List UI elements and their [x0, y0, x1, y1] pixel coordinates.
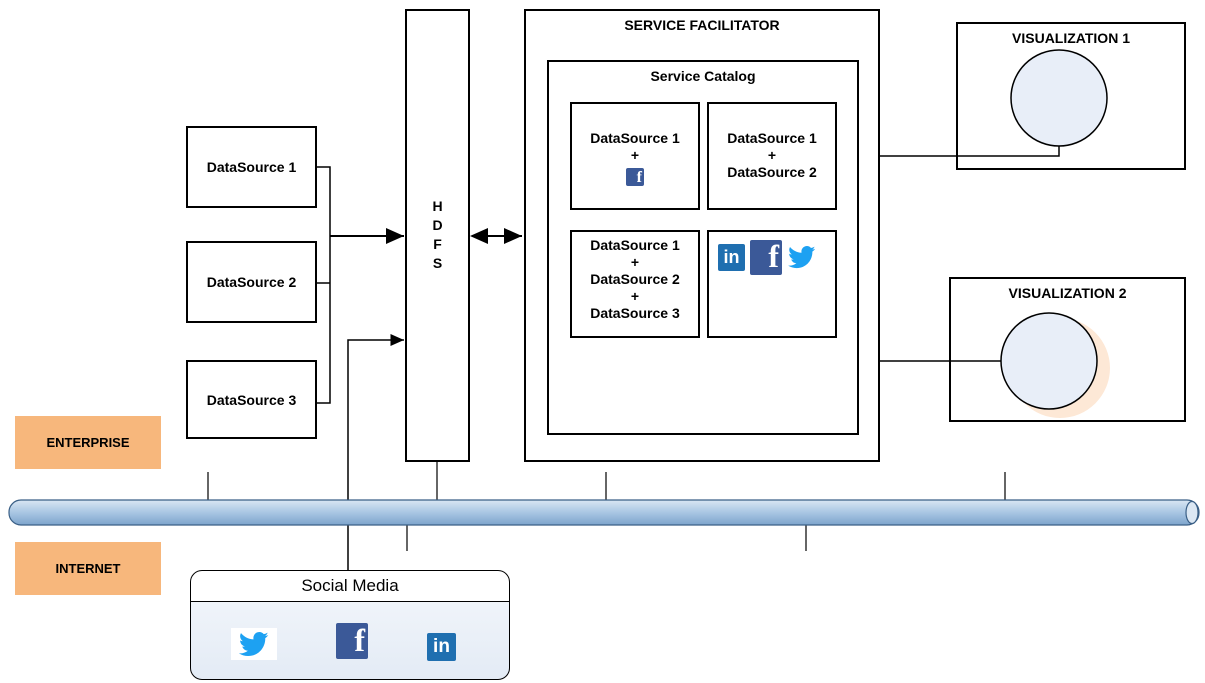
datasource-box-1: DataSource 1: [186, 126, 317, 208]
facebook-icon: f: [750, 240, 782, 275]
visualization-2-box: VISUALIZATION 2: [949, 277, 1186, 422]
catalog-item-ds1-ds2[interactable]: DataSource 1 + DataSource 2: [707, 102, 837, 210]
linkedin-icon: in: [718, 244, 745, 271]
datasource-label: DataSource 1: [206, 159, 297, 175]
service-catalog-title: Service Catalog: [650, 68, 756, 84]
datasource-box-3: DataSource 3: [186, 360, 317, 439]
internet-zone-label: INTERNET: [15, 542, 161, 595]
social-media-box: Social Media f in: [190, 570, 510, 680]
datasource-label: DataSource 3: [206, 391, 297, 408]
catalog-item-ds1-ds2-ds3[interactable]: DataSource 1 + DataSource 2 + DataSource…: [570, 230, 700, 338]
visualization-1-title: VISUALIZATION 1: [1012, 30, 1130, 46]
facebook-icon[interactable]: f: [336, 623, 368, 659]
hdfs-label: H D F S: [432, 198, 443, 271]
network-bus: [8, 499, 1200, 526]
facebook-icon: f: [626, 168, 644, 186]
visualization-2-chart: [1000, 312, 1098, 410]
social-media-to-hdfs-connector: [347, 334, 404, 572]
catalog-item-social[interactable]: in f: [707, 230, 837, 338]
enterprise-zone-label: ENTERPRISE: [15, 416, 161, 469]
datasource-label: DataSource 2: [206, 274, 297, 290]
catalog-item-ds1-facebook[interactable]: DataSource 1 + f: [570, 102, 700, 210]
datasource-box-2: DataSource 2: [186, 241, 317, 323]
visualization-2-title: VISUALIZATION 2: [1008, 285, 1127, 301]
twitter-icon[interactable]: [231, 628, 277, 660]
visualization-1-box: VISUALIZATION 1: [956, 22, 1186, 170]
network-bus-ticks: [207, 462, 1006, 551]
hdfs-box: H D F S: [405, 9, 470, 462]
service-facilitator-title: SERVICE FACILITATOR: [624, 17, 780, 33]
visualization-1-chart: [1010, 49, 1108, 147]
datasource-to-hdfs-connector: [316, 166, 404, 404]
social-media-title: Social Media: [191, 571, 509, 602]
twitter-icon: [787, 245, 817, 271]
linkedin-icon[interactable]: in: [427, 633, 456, 661]
network-bus-end: [1185, 500, 1199, 525]
